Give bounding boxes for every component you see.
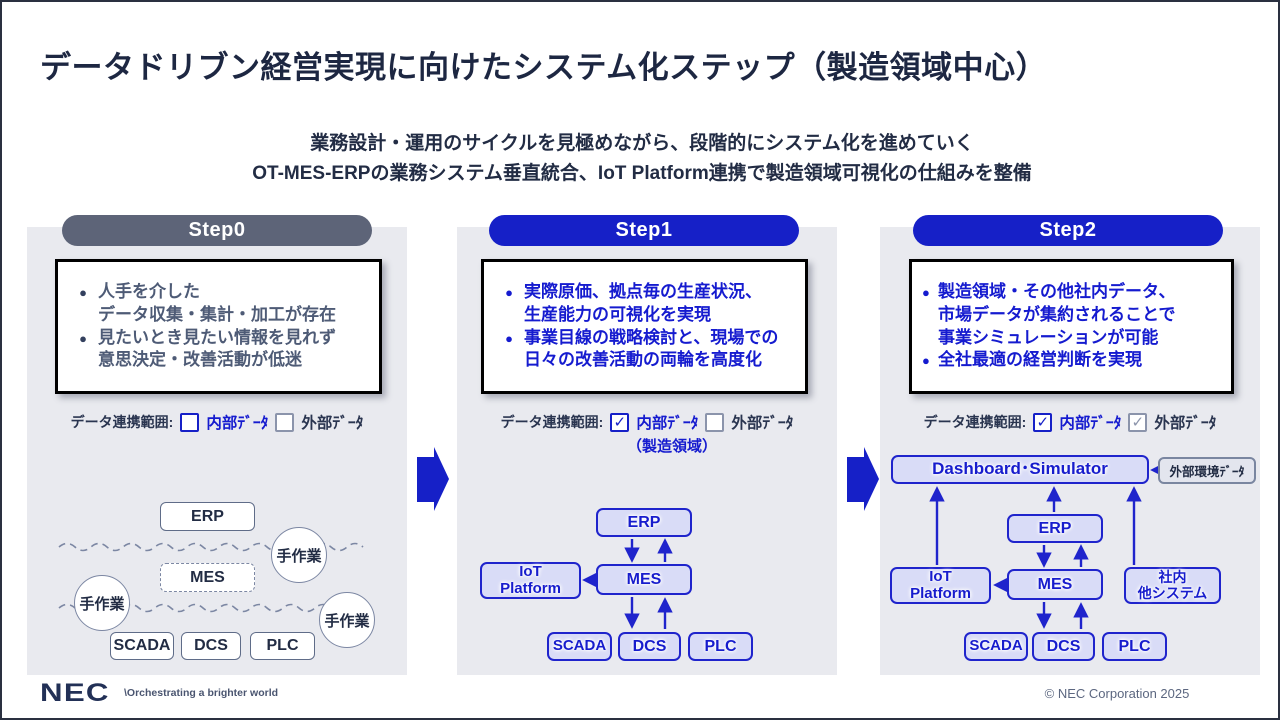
- external-data-checkbox: ✓: [1128, 412, 1148, 432]
- internal-data-checkbox: ✓: [610, 412, 630, 432]
- data-scope-label: データ連携範囲:: [70, 414, 174, 430]
- internal-data-label: 内部ﾃﾞｰﾀ: [206, 415, 269, 432]
- step1-iot-platform-node: IoT Platform: [480, 562, 581, 599]
- step1-header: Step1: [489, 215, 799, 246]
- iot-label-line1: IoT: [929, 568, 952, 585]
- step2-internal-other-systems-node: 社内 他システム: [1124, 567, 1221, 604]
- step1-scope-note: （製造領域）: [626, 438, 717, 455]
- external-data-checkbox: [705, 412, 725, 432]
- internal-data-checkbox: ✓: [1033, 412, 1053, 432]
- step0-header: Step0: [62, 215, 372, 246]
- bullet-icon: ●: [922, 353, 930, 369]
- step0-bullet1-line2: データ収集・集計・加工が存在: [98, 304, 336, 324]
- bullet-icon: ●: [79, 330, 87, 346]
- internal-data-label: 内部ﾃﾞｰﾀ: [1059, 415, 1122, 432]
- other-systems-line2: 他システム: [1137, 584, 1208, 601]
- subtitle-line-1: 業務設計・運用のサイクルを見極めながら、段階的にシステム化を進めていく: [310, 133, 974, 154]
- bullet-icon: ●: [922, 284, 930, 300]
- step2-dashboard-simulator-node: Dashboard･Simulator: [891, 455, 1149, 484]
- data-scope-label: データ連携範囲:: [500, 414, 604, 430]
- step2-summary-box: ● 製造領域・その他社内データ、 市場データが集約されることで 事業シミュレーシ…: [909, 259, 1234, 394]
- manual-work-circle-bottom: 手作業: [319, 592, 375, 648]
- step0-mes-node: MES: [160, 563, 255, 592]
- step2-bullet2-line1: 全社最適の経営判断を実現: [938, 350, 1142, 370]
- external-data-label: 外部ﾃﾞｰﾀ: [1154, 415, 1217, 432]
- step1-bullet2-line1: 事業目線の戦略検討と、現場での: [524, 327, 779, 347]
- data-scope-label: データ連携範囲:: [923, 414, 1027, 430]
- step0-bullet1-line1: 人手を介した: [98, 281, 200, 301]
- step2-plc-node: PLC: [1102, 632, 1167, 661]
- external-data-checkbox: [275, 412, 295, 432]
- iot-label-line2: Platform: [500, 579, 561, 597]
- step0-summary-box: ● 人手を介した データ収集・集計・加工が存在 ● 見たいとき見たい情報を見れず…: [55, 259, 382, 394]
- step1-bullet2-line2: 日々の改善活動の両輪を高度化: [524, 350, 762, 370]
- bullet-icon: ●: [505, 330, 513, 346]
- manual-work-circle-left: 手作業: [74, 575, 130, 631]
- step2-iot-platform-node: IoT Platform: [890, 567, 991, 604]
- step0-bullet2-line1: 見たいとき見たい情報を見れず: [98, 327, 336, 347]
- arrow-step1-to-step2: [847, 447, 879, 511]
- iot-label-line1: IoT: [519, 563, 542, 580]
- step2-bullet1-line1: 製造領域・その他社内データ、: [938, 281, 1176, 301]
- step1-bullet1-line1: 実際原価、拠点毎の生産状況、: [524, 281, 762, 301]
- other-systems-line1: 社内: [1158, 569, 1187, 586]
- bullet-icon: ●: [79, 284, 87, 300]
- nec-tagline: \Orchestrating a brighter world: [124, 687, 279, 699]
- step1-data-scope-row: データ連携範囲: ✓ 内部ﾃﾞｰﾀ 外部ﾃﾞｰﾀ: [457, 411, 837, 433]
- step2-scada-node: SCADA: [964, 632, 1028, 661]
- step2-bullet1-line3: 事業シミュレーションが可能: [938, 327, 1159, 347]
- internal-data-label: 内部ﾃﾞｰﾀ: [636, 415, 699, 432]
- bullet-icon: ●: [505, 284, 513, 300]
- step2-header: Step2: [913, 215, 1223, 246]
- copyright-text: © NEC Corporation 2025: [1044, 686, 1190, 701]
- step0-scada-node: SCADA: [110, 632, 174, 660]
- arrow-step0-to-step1: [417, 447, 449, 511]
- step2-erp-node: ERP: [1007, 514, 1103, 543]
- step0-bullet2-line2: 意思決定・改善活動が低迷: [98, 350, 302, 370]
- step2-dcs-node: DCS: [1032, 632, 1095, 661]
- step0-erp-node: ERP: [160, 502, 255, 531]
- step2-bullet1-line2: 市場データが集約されることで: [938, 304, 1176, 324]
- step1-erp-node: ERP: [596, 508, 692, 537]
- internal-data-checkbox: [180, 412, 200, 432]
- step1-plc-node: PLC: [688, 632, 753, 661]
- manual-work-circle-top: 手作業: [271, 527, 327, 583]
- page-title: データドリブン経営実現に向けたシステム化ステップ（製造領域中心）: [40, 50, 1048, 85]
- step2-data-scope-row: データ連携範囲: ✓ 内部ﾃﾞｰﾀ ✓ 外部ﾃﾞｰﾀ: [880, 411, 1260, 433]
- step2-mes-node: MES: [1007, 569, 1103, 600]
- step1-bullet1-line2: 生産能力の可視化を実現: [524, 304, 711, 324]
- step1-mes-node: MES: [596, 564, 692, 595]
- step0-data-scope-row: データ連携範囲: 内部ﾃﾞｰﾀ 外部ﾃﾞｰﾀ: [27, 411, 407, 433]
- iot-label-line2: Platform: [910, 584, 971, 602]
- step0-dcs-node: DCS: [181, 632, 241, 660]
- step1-dcs-node: DCS: [618, 632, 681, 661]
- step2-external-env-data-node: 外部環境ﾃﾞｰﾀ: [1158, 457, 1256, 484]
- subtitle-line-2: OT-MES-ERPの業務システム垂直統合、IoT Platform連携で製造領…: [252, 163, 1032, 184]
- nec-logo: NEC: [40, 679, 110, 707]
- step1-scada-node: SCADA: [547, 632, 612, 661]
- external-data-label: 外部ﾃﾞｰﾀ: [301, 415, 364, 432]
- external-data-label: 外部ﾃﾞｰﾀ: [731, 415, 794, 432]
- step0-plc-node: PLC: [250, 632, 315, 660]
- step1-summary-box: ● 実際原価、拠点毎の生産状況、 生産能力の可視化を実現 ● 事業目線の戦略検討…: [481, 259, 808, 394]
